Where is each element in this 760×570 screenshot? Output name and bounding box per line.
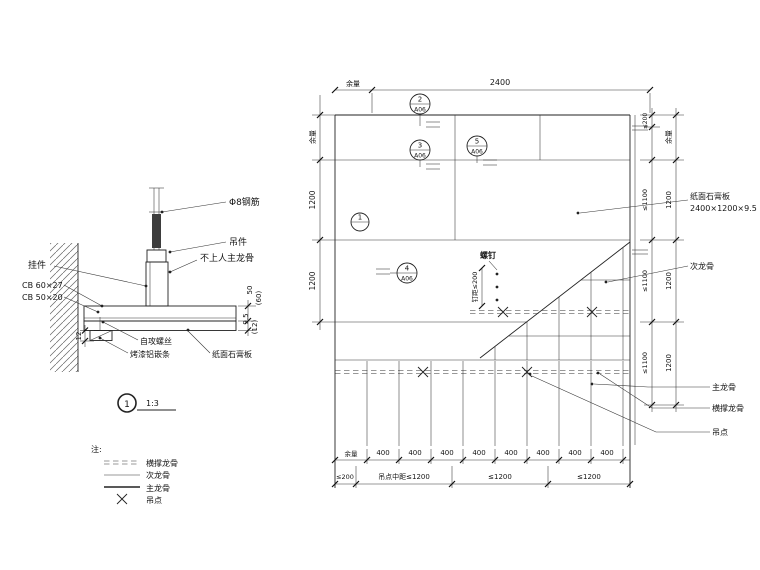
dim-left-1200a: 1200 [308, 190, 317, 209]
break-diagonal [479, 241, 631, 359]
dim-top-margin: 余量 [346, 79, 360, 88]
main-runner-profile [145, 261, 169, 307]
section-dim-right: 50 (60) 9.5 (12) [238, 286, 263, 336]
dim-right-1200-0: 1200 [665, 191, 673, 209]
label-screws: 螺钉 [480, 250, 496, 260]
section-detail: 50 (60) 9.5 (12) 12 Φ8钢筋 吊件 不上人主龙骨 挂件 CB… [22, 187, 263, 505]
label-plan-hang-point: 吊点 [712, 428, 728, 437]
dim-trim-12: 12 [75, 332, 83, 341]
dim-right-1200-1: 1200 [665, 272, 673, 290]
legend-cross-furring: 横撑龙骨 [146, 458, 178, 468]
dim-bottom: 余量 400 400 400 400 400 400 400 400 ≤200 … [331, 449, 634, 488]
legend: 注: 横撑龙骨 次龙骨 主龙骨 吊点 [91, 444, 178, 505]
callout-4-number: 4 [405, 265, 410, 273]
furring-channel-profile [83, 305, 237, 322]
detail-marker-circle [117, 393, 137, 413]
hanger-clip [146, 249, 167, 263]
detail-marker: 1 1:3 [117, 393, 176, 413]
dim-row2-edge: ≤200 [336, 473, 354, 481]
label-plan-furring: 次龙骨 [690, 261, 714, 271]
label-plan-board-size: 2400×1200×9.5 [690, 204, 757, 213]
dim-400-7: 400 [600, 449, 613, 457]
legend-hang-point-mark [116, 493, 128, 505]
label-screw: 自攻螺丝 [140, 336, 172, 346]
dim-row2-b: ≤1200 [577, 473, 601, 481]
label-cb60: CB 60×27 [22, 281, 63, 290]
legend-hang-point: 吊点 [146, 496, 162, 505]
legend-furring: 次龙骨 [146, 470, 170, 480]
suspension-assembly [83, 187, 237, 341]
callout-2: 2 A06 [409, 93, 440, 128]
dim-50: 50 [246, 286, 254, 295]
callout-5: 5 A06 [466, 135, 497, 166]
wall-hatch [50, 243, 79, 372]
section-labels: Φ8钢筋 吊件 不上人主龙骨 挂件 CB 60×27 CB 50×20 自攻螺丝… [22, 196, 260, 359]
callout-1-number: 1 [358, 214, 362, 222]
main-runner-lines [366, 247, 630, 446]
dim-right-200: ≤200 [642, 113, 649, 130]
dim-right-margin: 余量 [664, 130, 673, 144]
dim-left: 余量 1200 1200 [308, 95, 335, 330]
screw-marks: 螺钉 钉距≤200 [470, 250, 499, 310]
dim-right-1100-0: ≤1100 [641, 189, 649, 211]
callout-3-number: 3 [418, 142, 422, 150]
legend-main-runner: 主龙骨 [146, 483, 170, 493]
callout-1: 1 [350, 212, 370, 232]
label-main-runner: 不上人主龙骨 [200, 252, 254, 264]
dim-right-1100-1: ≤1100 [641, 270, 649, 292]
plan-boundary [334, 114, 636, 488]
dim-row2-mid: 吊点中距≤1200 [378, 472, 430, 481]
callout-3-sheet: A06 [414, 153, 426, 160]
dim-left-margin: 余量 [308, 130, 317, 144]
dim-400-6: 400 [568, 449, 581, 457]
rod-threaded-part [152, 214, 161, 248]
dim-right: ≤200 ≤1100 ≤1100 ≤1100 余量 1200 1200 1200 [640, 108, 684, 412]
legend-title: 注: [91, 444, 102, 454]
plan-labels-right: 纸面石膏板 2400×1200×9.5 次龙骨 主龙骨 横撑龙骨 吊点 [528, 191, 757, 437]
callout-4-sheet: A06 [401, 276, 413, 283]
label-screw-pitch: 钉距≤200 [470, 272, 479, 303]
gypsum-board-profile [83, 320, 237, 331]
label-plan-board-name: 纸面石膏板 [690, 191, 730, 201]
plan-board-joints [335, 115, 631, 361]
dim-400-4: 400 [504, 449, 517, 457]
callout-2-number: 2 [418, 96, 422, 104]
dim-400-1: 400 [408, 449, 421, 457]
dim-right-1100-2: ≤1100 [641, 352, 649, 374]
dim-right-1200-2: 1200 [665, 354, 673, 372]
dim-bottom-margin: 余量 [345, 449, 359, 458]
cross-furring-lines [335, 125, 648, 374]
dim-60: (60) [255, 291, 263, 306]
dim-12-alt: (12) [251, 320, 259, 335]
dim-400-0: 400 [376, 449, 389, 457]
label-board: 纸面石膏板 [212, 349, 252, 359]
plan-view: 2 A06 3 A06 5 A06 1 [308, 78, 757, 488]
aluminum-trim-profile [89, 330, 113, 341]
dim-top-total: 2400 [490, 78, 510, 87]
callout-2-sheet: A06 [414, 107, 426, 114]
label-trim: 烤漆铝嵌条 [130, 349, 170, 359]
dim-top: 余量 2400 [331, 78, 654, 113]
detail-marker-scale: 1:3 [146, 399, 159, 408]
label-hanger: 吊件 [229, 236, 247, 248]
callout-4: 4 A06 [376, 262, 418, 284]
callout-5-sheet: A06 [471, 149, 483, 156]
hang-point-marks [417, 306, 598, 378]
label-plan-cross-furring: 横撑龙骨 [712, 403, 744, 413]
dim-left-1200b: 1200 [308, 271, 317, 290]
callout-5-number: 5 [475, 138, 479, 146]
dim-400-2: 400 [440, 449, 453, 457]
label-plan-main-runner: 主龙骨 [712, 382, 736, 392]
dim-400-5: 400 [536, 449, 549, 457]
dim-400-3: 400 [472, 449, 485, 457]
label-rod: Φ8钢筋 [229, 196, 260, 208]
label-clamp: 挂件 [28, 259, 46, 271]
callout-3: 3 A06 [409, 139, 440, 170]
dim-9-5: 9.5 [242, 313, 250, 324]
label-cb50: CB 50×20 [22, 293, 63, 302]
dim-row2-a: ≤1200 [488, 473, 512, 481]
section-dim-left: 12 [75, 325, 94, 347]
detail-marker-number: 1 [124, 400, 130, 410]
